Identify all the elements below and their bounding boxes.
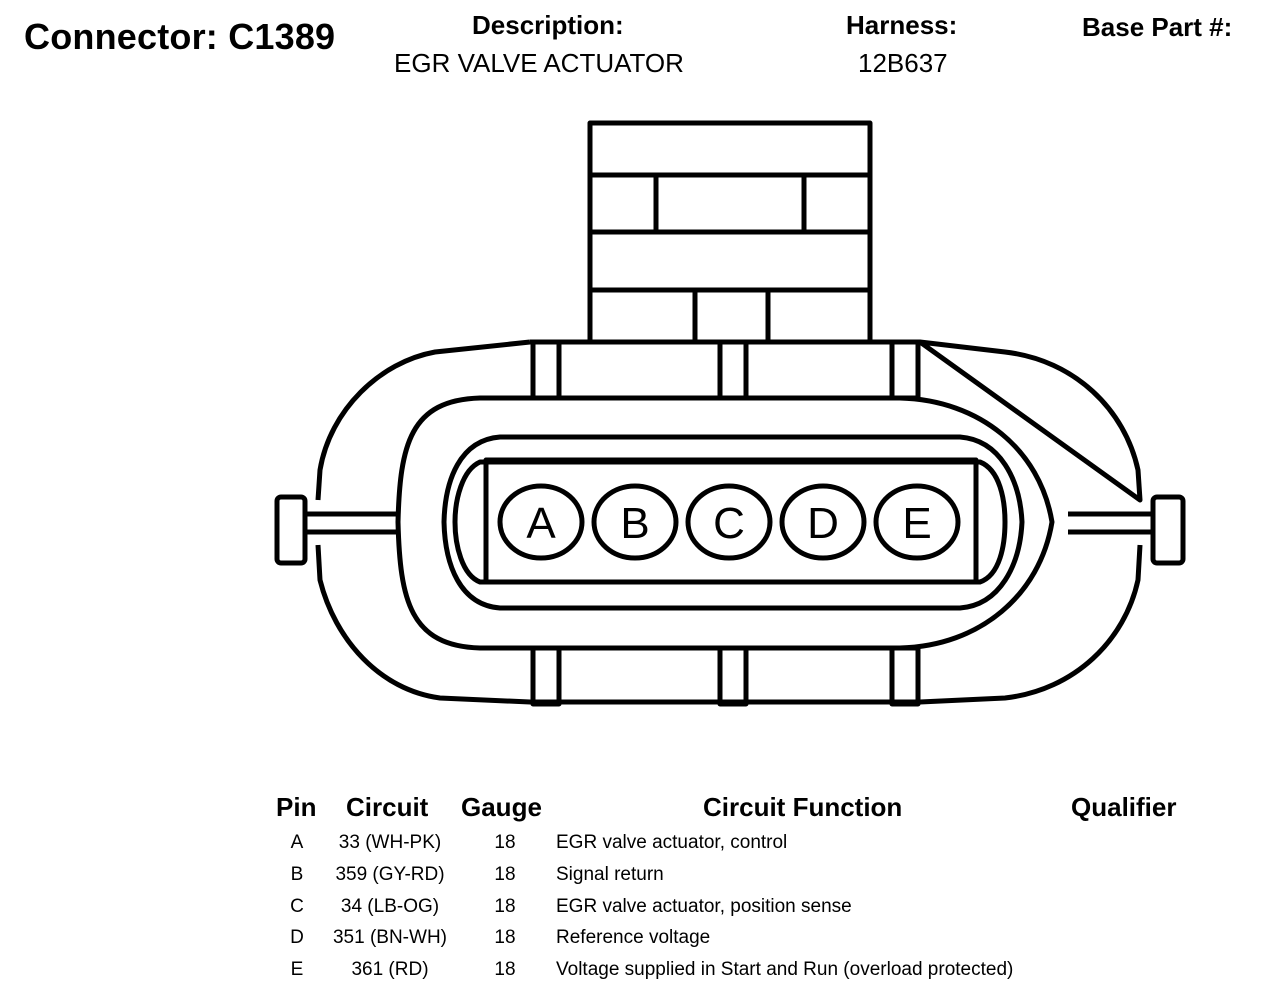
description-label: Description: xyxy=(472,10,624,40)
pin-cavity-b xyxy=(591,483,679,561)
gauge-cell: 18 xyxy=(494,927,516,948)
circuit-function-cell: Reference voltage xyxy=(556,927,711,948)
col-header-qualifier: Qualifier xyxy=(1071,792,1177,822)
pin-cavity-a xyxy=(497,483,585,561)
col-header-circuit-function: Circuit Function xyxy=(703,792,903,822)
middle-housing xyxy=(395,395,1055,651)
pin-cell: A xyxy=(290,832,304,853)
right-latch xyxy=(1068,494,1186,566)
pin-cell: B xyxy=(290,864,304,885)
pin-cavity-e xyxy=(873,483,961,561)
gauge-cell: 18 xyxy=(494,959,516,980)
pin-label: E xyxy=(902,499,931,548)
pin-cell: E xyxy=(290,959,304,980)
circuit-cell: 351 (BN-WH) xyxy=(332,927,447,948)
bottom-ribs xyxy=(530,645,921,707)
pin-label: A xyxy=(526,499,556,548)
pin-cavity-d xyxy=(779,483,867,561)
col-header-pin: Pin xyxy=(276,792,317,822)
circuit-cell: 33 (WH-PK) xyxy=(338,832,442,853)
gauge-cell: 18 xyxy=(494,832,516,853)
col-header-circuit: Circuit xyxy=(346,792,429,822)
locking-tab xyxy=(587,120,873,345)
circuit-cell: 361 (RD) xyxy=(351,959,429,980)
circuit-function-cell: EGR valve actuator, control xyxy=(556,832,788,853)
circuit-cell: 359 (GY-RD) xyxy=(335,864,445,885)
pin-window xyxy=(483,457,979,585)
left-latch xyxy=(274,494,398,566)
pin-cavities: A B C D E xyxy=(497,483,961,561)
description-value: EGR VALVE ACTUATOR xyxy=(394,48,684,78)
pin-cell: D xyxy=(290,927,304,948)
connector-title: Connector: C1389 xyxy=(24,16,336,57)
base-part-label: Base Part #: xyxy=(1082,12,1233,42)
pin-cell: C xyxy=(290,896,304,917)
pin-cavity-c xyxy=(685,483,773,561)
pin-label: C xyxy=(713,499,745,548)
pin-label: B xyxy=(620,499,649,548)
inner-cavity xyxy=(441,434,1025,611)
top-ribs xyxy=(530,339,921,401)
gauge-cell: 18 xyxy=(494,864,516,885)
circuit-function-cell: EGR valve actuator, position sense xyxy=(556,896,852,917)
circuit-function-cell: Voltage supplied in Start and Run (overl… xyxy=(556,959,1014,980)
harness-label: Harness: xyxy=(846,10,958,40)
harness-value: 12B637 xyxy=(858,48,948,78)
pin-label: D xyxy=(807,499,839,548)
col-header-gauge: Gauge xyxy=(461,792,542,822)
circuit-function-cell: Signal return xyxy=(556,864,664,885)
gauge-cell: 18 xyxy=(494,896,516,917)
circuit-cell: 34 (LB-OG) xyxy=(340,896,440,917)
